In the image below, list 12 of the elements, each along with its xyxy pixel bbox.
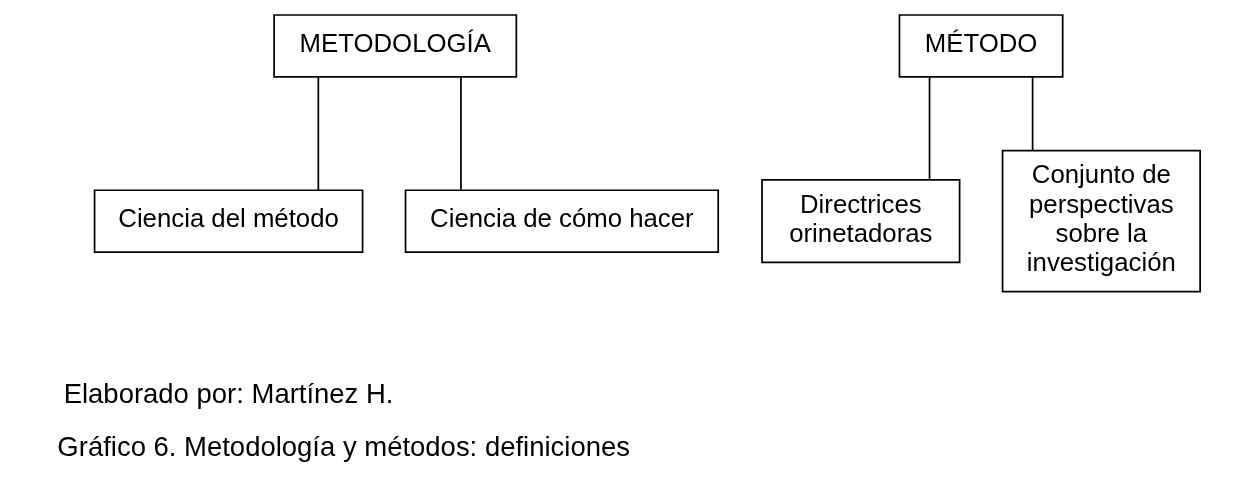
node-box: Ciencia del método xyxy=(93,189,364,253)
connector xyxy=(928,76,931,181)
node-box: Ciencia de cómo hacer xyxy=(404,189,720,253)
connector xyxy=(460,76,462,191)
node-box: METODOLOGÍA xyxy=(273,14,518,78)
connector xyxy=(1031,76,1034,151)
node-box: Conjunto de perspectivas sobre la investigación xyxy=(1001,149,1201,293)
node-box: Directrices orinetadoras xyxy=(761,179,961,264)
node-box: MÉTODO xyxy=(898,14,1064,78)
label: Elaborado por: Martínez H. xyxy=(63,377,394,409)
connector xyxy=(317,76,320,191)
caption: Gráfico 6. Metodología y métodos: definiciones xyxy=(57,431,630,463)
